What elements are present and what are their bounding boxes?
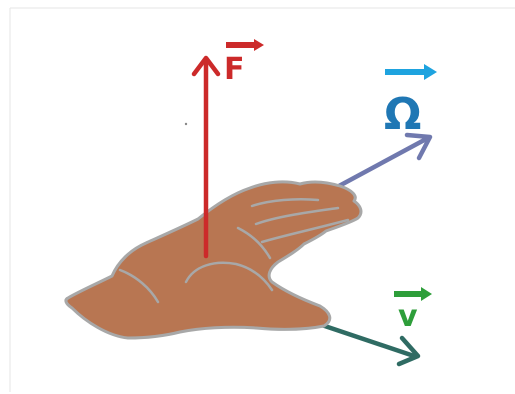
velocity-label-group: v	[394, 287, 432, 334]
angular-velocity-label-group: Ω	[384, 64, 437, 140]
angular-velocity-vector-overline-icon	[385, 64, 437, 80]
force-label-group: F	[224, 39, 264, 87]
stray-dot	[185, 123, 187, 125]
force-vector-overline-icon	[226, 39, 264, 51]
force-label: F	[224, 52, 245, 87]
hand-icon	[66, 182, 361, 338]
angular-velocity-label: Ω	[384, 89, 421, 140]
velocity-label: v	[398, 299, 418, 334]
